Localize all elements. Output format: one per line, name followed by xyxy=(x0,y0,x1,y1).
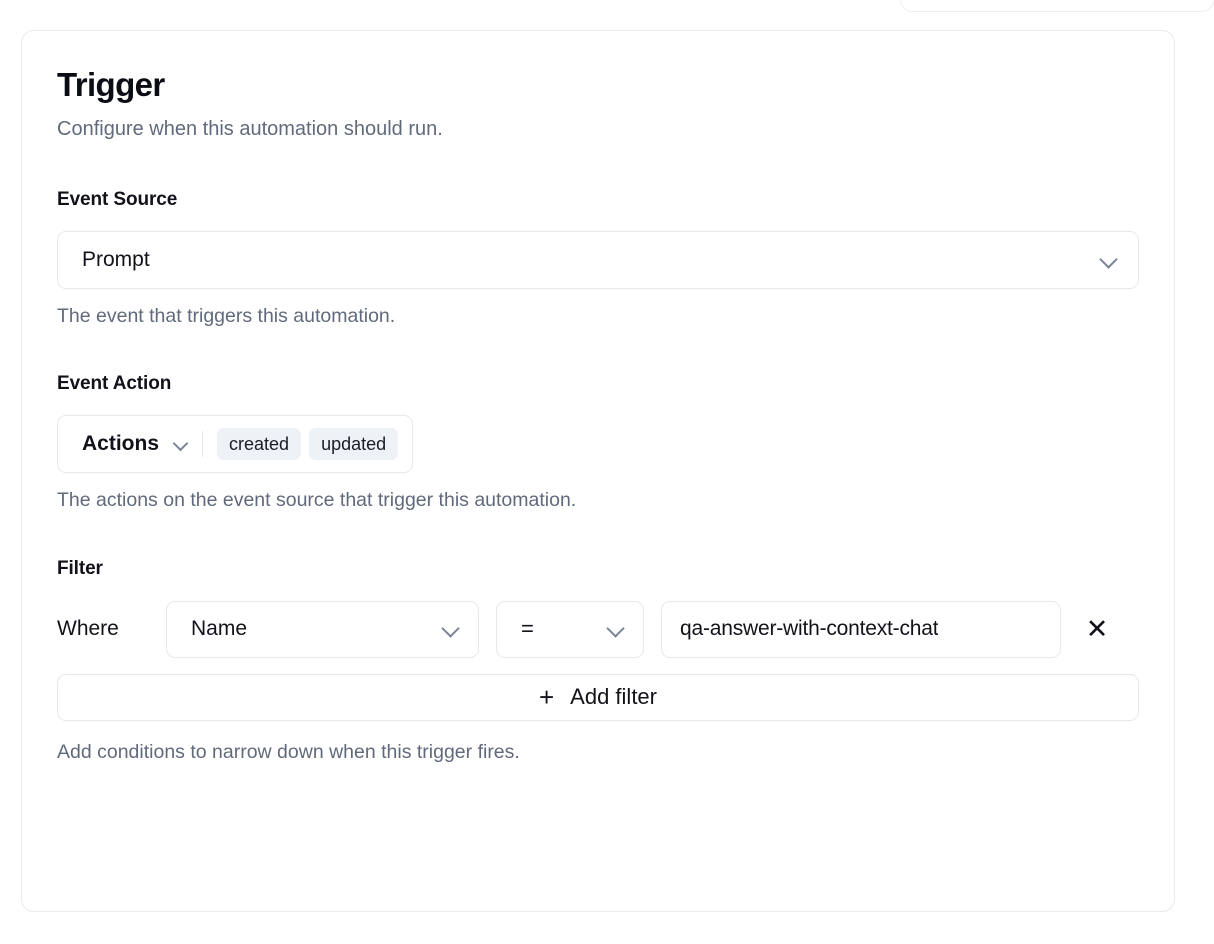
event-action-badge[interactable]: created xyxy=(217,427,302,460)
filter-operator-value: = xyxy=(521,616,534,642)
event-action-badge[interactable]: updated xyxy=(309,427,399,460)
filter-attribute-select[interactable]: Name xyxy=(166,600,479,658)
event-source-value: Prompt xyxy=(82,247,150,271)
page-title: Trigger xyxy=(57,66,165,103)
filter-value-text: qa-answer-with-context-chat xyxy=(680,617,939,641)
event-source-section: Event Source Prompt The event that trigg… xyxy=(57,141,1139,328)
event-action-badges: created updated xyxy=(217,427,399,460)
close-icon: ✕ xyxy=(1085,613,1109,644)
event-action-section: Event Action Actions created updated The… xyxy=(57,328,1139,512)
chevron-down-icon xyxy=(173,436,188,451)
filter-value-input[interactable]: qa-answer-with-context-chat xyxy=(661,600,1061,658)
trigger-card: Trigger Configure when this automation s… xyxy=(21,30,1175,912)
event-action-control: Actions created updated xyxy=(57,414,414,473)
chevron-down-icon xyxy=(1100,251,1118,269)
plus-icon: + xyxy=(538,682,555,713)
event-source-select[interactable]: Prompt xyxy=(57,230,1139,289)
event-action-label: Event Action xyxy=(57,372,172,394)
filter-attribute-value: Name xyxy=(191,617,248,641)
chevron-down-icon xyxy=(442,620,460,638)
card-subtitle: Configure when this automation should ru… xyxy=(57,117,443,140)
filter-operator-select[interactable]: = xyxy=(496,600,644,658)
add-filter-button[interactable]: + Add filter xyxy=(57,673,1139,721)
partial-card-above xyxy=(900,0,1214,12)
filter-row: Where Name = qa-answer-with-context-chat… xyxy=(57,600,1139,658)
filter-help: Add conditions to narrow down when this … xyxy=(57,740,520,763)
event-action-dropdown[interactable]: Actions xyxy=(82,432,188,456)
add-filter-label: Add filter xyxy=(570,684,657,710)
remove-filter-button[interactable]: ✕ xyxy=(1078,610,1116,648)
divider xyxy=(202,430,204,457)
event-action-help: The actions on the event source that tri… xyxy=(57,488,577,511)
where-label: Where xyxy=(57,617,119,641)
event-source-help: The event that triggers this automation. xyxy=(57,304,396,327)
filter-label: Filter xyxy=(57,557,103,579)
chevron-down-icon xyxy=(607,620,625,638)
event-source-label: Event Source xyxy=(57,188,178,210)
filter-section: Filter Where Name = qa-answer-with-conte… xyxy=(57,512,1139,764)
event-action-dropdown-label: Actions xyxy=(82,431,160,455)
